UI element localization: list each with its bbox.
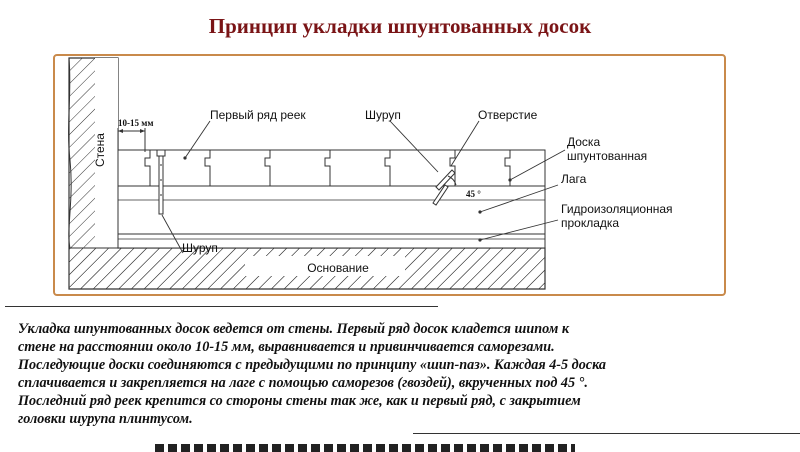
screw-top-label: Шуруп <box>365 108 401 122</box>
angle-label: 45 ° <box>466 189 481 199</box>
base-label: Основание <box>307 261 369 275</box>
description-line: Последующие доски соединяются с предыдущ… <box>18 357 607 373</box>
cut-off-text <box>155 444 575 452</box>
tongue-groove-joints <box>144 150 511 186</box>
diagram-frame <box>53 54 726 296</box>
board-joint <box>449 150 456 186</box>
joist <box>117 185 546 235</box>
description-line: стене на расстоянии около 10-15 мм, выра… <box>18 339 555 355</box>
first-row-label: Первый ряд реек <box>210 108 306 122</box>
divider-bottom <box>413 433 800 434</box>
wall-label: Стена <box>93 133 107 167</box>
leader-dots <box>183 156 512 242</box>
board-label-2: шпунтованная <box>567 149 647 163</box>
description-line: Укладка шпунтованных досок ведется от ст… <box>18 321 570 337</box>
board-joint <box>504 150 511 186</box>
insulation-label-2: прокладка <box>561 216 619 230</box>
hole-label: Отверстие <box>478 108 538 122</box>
description-line: Последний ряд реек крепится со стороны с… <box>18 393 581 409</box>
leader-lines <box>161 120 566 254</box>
wall-face <box>95 58 118 248</box>
board-label-1: Доска <box>567 135 600 149</box>
board-joint <box>204 150 211 186</box>
insulation-label-1: Гидроизоляционная <box>561 202 673 216</box>
divider-top <box>5 306 438 307</box>
board-joint <box>384 150 391 186</box>
base-label-bg <box>245 256 405 276</box>
joist-label: Лага <box>561 172 587 186</box>
screw-bottom-label: Шуруп <box>182 241 218 255</box>
page-title: Принцип укладки шпунтованных досок <box>208 14 592 38</box>
angled-screw: 45 ° <box>432 169 481 206</box>
description: Укладка шпунтованных досок ведется от ст… <box>18 320 788 428</box>
board-joint <box>144 150 151 186</box>
board-joint <box>324 150 331 186</box>
boards-layer <box>117 149 546 187</box>
description-line: головки шурупа плинтусом. <box>18 411 193 427</box>
gap-label: 10-15 мм <box>118 118 154 128</box>
gap-dimension: 10-15 мм <box>117 118 154 152</box>
first-row-screw <box>156 149 166 215</box>
description-line: сплачивается и закрепляется на лаге с по… <box>18 375 588 391</box>
board-joint <box>264 150 271 186</box>
